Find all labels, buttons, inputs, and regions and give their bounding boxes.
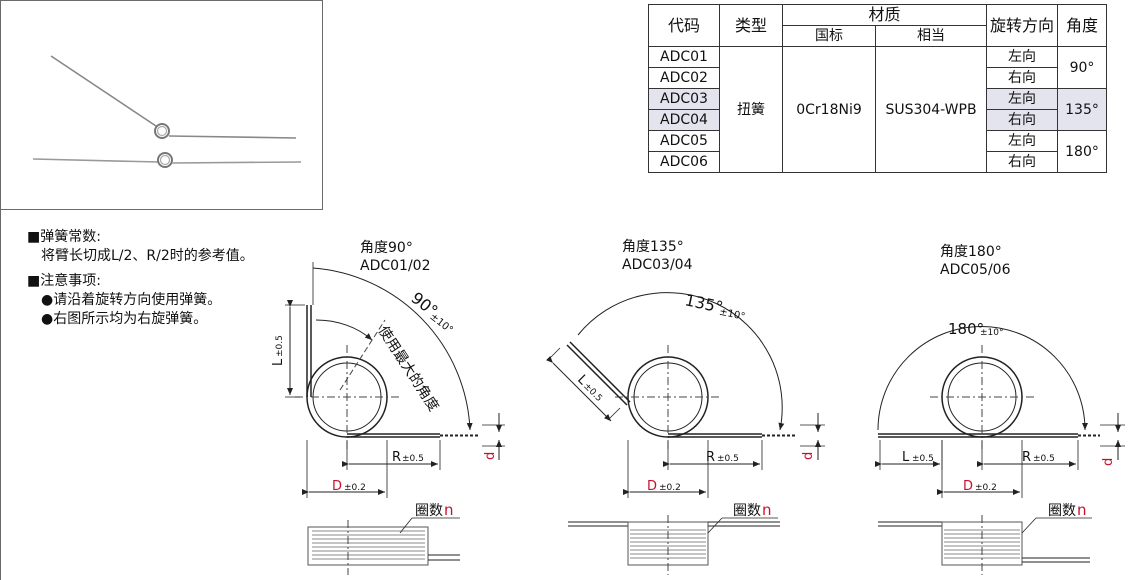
R-tolerance: ±0.5 [402, 454, 424, 464]
header-gb: 国标 [782, 25, 876, 47]
R-tolerance: ±0.5 [1033, 454, 1055, 464]
product-photo [0, 0, 323, 210]
L-tolerance: ±0.5 [275, 335, 285, 357]
L-tolerance: ±0.5 [581, 381, 604, 404]
R-label: R [1022, 450, 1031, 465]
R-label: R [392, 450, 401, 465]
diagram-title: 角度90° [360, 240, 413, 256]
coil-side-view [568, 515, 780, 575]
diagram-code: ADC01/02 [360, 258, 430, 274]
row-code: ADC06 [648, 151, 720, 173]
diagram-title: 角度180° [940, 244, 1002, 260]
angle-tolerance: ±10° [980, 328, 1004, 338]
caution-item: ●右图所示均为右旋弹簧。 [41, 311, 208, 327]
coil-side-view [307, 517, 460, 575]
D-label: D [963, 479, 973, 494]
header-type: 类型 [719, 4, 783, 47]
d-label: d [801, 452, 816, 460]
row-code: ADC01 [648, 46, 720, 68]
type-cell: 扭簧 [719, 46, 783, 173]
angle-cell: 180° [1057, 130, 1107, 173]
header-angle: 角度 [1057, 4, 1107, 47]
D-label: D [647, 479, 657, 494]
angle-cell: 135° [1057, 88, 1107, 131]
caution-item: ●请沿着旋转方向使用弹簧。 [41, 292, 222, 308]
table-row: ADC03 左向 135° [648, 88, 1107, 131]
row-code: ADC05 [648, 130, 720, 152]
D-label: D [332, 479, 342, 494]
row-code: ADC03 [648, 88, 720, 110]
diagram-code: ADC05/06 [940, 262, 1011, 278]
spring-constant-title: ■弹簧常数: [27, 229, 101, 245]
row-code: ADC04 [648, 109, 720, 131]
coils-symbol: n [762, 501, 772, 519]
angle-cell: 90° [1057, 46, 1107, 89]
angle-label: 180° [948, 320, 984, 338]
equivalent-cell: SUS304-WPB [875, 46, 987, 173]
R-label: R [706, 450, 715, 465]
header-equivalent: 相当 [875, 25, 987, 47]
gb-cell: 0Cr18Ni9 [782, 46, 876, 173]
coils-label: 圈数 [415, 503, 443, 519]
spec-table: 代码 类型 材质 旋转方向 角度 国标 相当 ADC01 扭簧 0Cr18Ni9… [648, 4, 1107, 173]
coils-symbol: n [444, 501, 454, 519]
row-direction: 左向 [986, 46, 1058, 68]
diagram-title: 角度135° [622, 239, 684, 255]
row-direction: 左向 [986, 88, 1058, 110]
diagram-90 [285, 262, 505, 575]
row-direction: 右向 [986, 67, 1058, 89]
table-row: ADC05 左向 180° [648, 130, 1107, 173]
angle-tolerance: ±10° [427, 311, 454, 336]
coils-symbol: n [1077, 501, 1087, 519]
table-row: ADC01 扭簧 0Cr18Ni9 SUS304-WPB 左向 90° [648, 46, 1107, 173]
D-tolerance: ±0.2 [344, 483, 366, 493]
coils-label: 圈数 [733, 503, 761, 519]
D-tolerance: ±0.2 [975, 483, 997, 493]
L-label: L [271, 358, 286, 366]
row-direction: 右向 [986, 151, 1058, 173]
table-row: ADC06 右向 [648, 151, 1107, 173]
coil-side-view [878, 515, 1092, 575]
R-tolerance: ±0.5 [717, 454, 739, 464]
L-label: L [902, 450, 910, 465]
max-angle-label: 使用最大的角度 [375, 323, 443, 414]
diagram-180 [875, 326, 1125, 575]
diagram-135 [545, 292, 825, 575]
D-tolerance: ±0.2 [659, 483, 681, 493]
angle-tolerance: ±10° [718, 307, 746, 323]
d-label: d [1101, 458, 1116, 466]
spring-constant-text: 将臂长切成L/2、R/2时的参考值。 [41, 248, 254, 264]
notes-block: ■弹簧常数: 将臂长切成L/2、R/2时的参考值。 ■注意事项: ●请沿着旋转方… [27, 228, 254, 329]
L-tolerance: ±0.5 [912, 454, 934, 464]
header-material: 材质 [782, 4, 987, 26]
torsion-spring-photo [32, 55, 302, 168]
coils-label: 圈数 [1048, 503, 1076, 519]
caution-title: ■注意事项: [27, 273, 101, 289]
d-label: d [483, 452, 498, 460]
header-direction: 旋转方向 [986, 4, 1058, 47]
diagram-code: ADC03/04 [622, 257, 693, 273]
